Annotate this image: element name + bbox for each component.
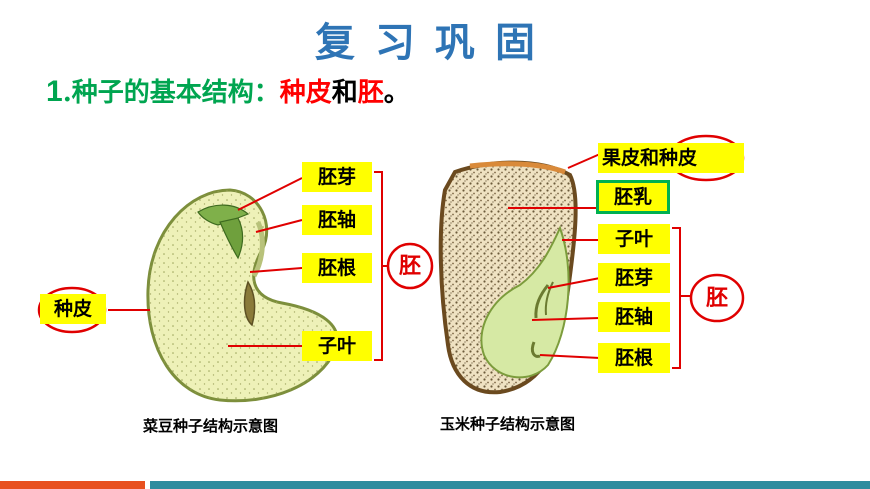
bean-label-embryo: 胚: [398, 253, 421, 279]
bean-label-radicle: 胚根: [302, 253, 372, 283]
corn-seed-illustration: [438, 160, 578, 395]
bean-label-plumule: 胚芽: [302, 162, 372, 192]
corn-label-pericarp-seed-coat: 果皮和种皮: [598, 143, 744, 173]
corn-label-seed-coat: 种皮: [659, 147, 698, 169]
section-heading: 1.种子的基本结构：种皮和胚。: [46, 72, 410, 109]
heading-seed-coat: 种皮: [279, 78, 332, 108]
bean-caption: 菜豆种子结构示意图: [143, 417, 279, 435]
bean-embryo-circle: [386, 242, 434, 290]
footer-bar-teal: [150, 481, 870, 489]
footer-bar-red: [0, 481, 145, 489]
section-number: 1: [46, 75, 63, 108]
bean-seed-illustration: [146, 188, 339, 403]
bean-leader-lines: [108, 171, 388, 361]
bean-label-cotyledon: 子叶: [302, 331, 372, 361]
corn-label-radicle: 胚根: [598, 343, 670, 373]
corn-label-endosperm: 胚乳: [596, 180, 670, 214]
bean-label-seed-coat: 种皮: [40, 294, 106, 324]
corn-label-pericarp: 果皮和: [602, 147, 660, 169]
heading-period: 。: [383, 78, 410, 108]
heading-embryo: 胚: [357, 78, 384, 108]
corn-embryo-circle: [689, 273, 745, 323]
corn-label-hypocotyl: 胚轴: [598, 302, 670, 332]
corn-label-plumule: 胚芽: [598, 263, 670, 293]
page-title: 复习巩固: [315, 19, 555, 66]
corn-label-cotyledon: 子叶: [598, 224, 670, 254]
bean-label-hypocotyl: 胚轴: [302, 205, 372, 235]
corn-caption: 玉米种子结构示意图: [440, 415, 576, 433]
heading-text: .种子的基本结构：: [62, 78, 280, 108]
heading-and: 和: [331, 78, 358, 108]
corn-label-embryo: 胚: [705, 285, 728, 311]
corn-leader-lines: [508, 153, 692, 369]
